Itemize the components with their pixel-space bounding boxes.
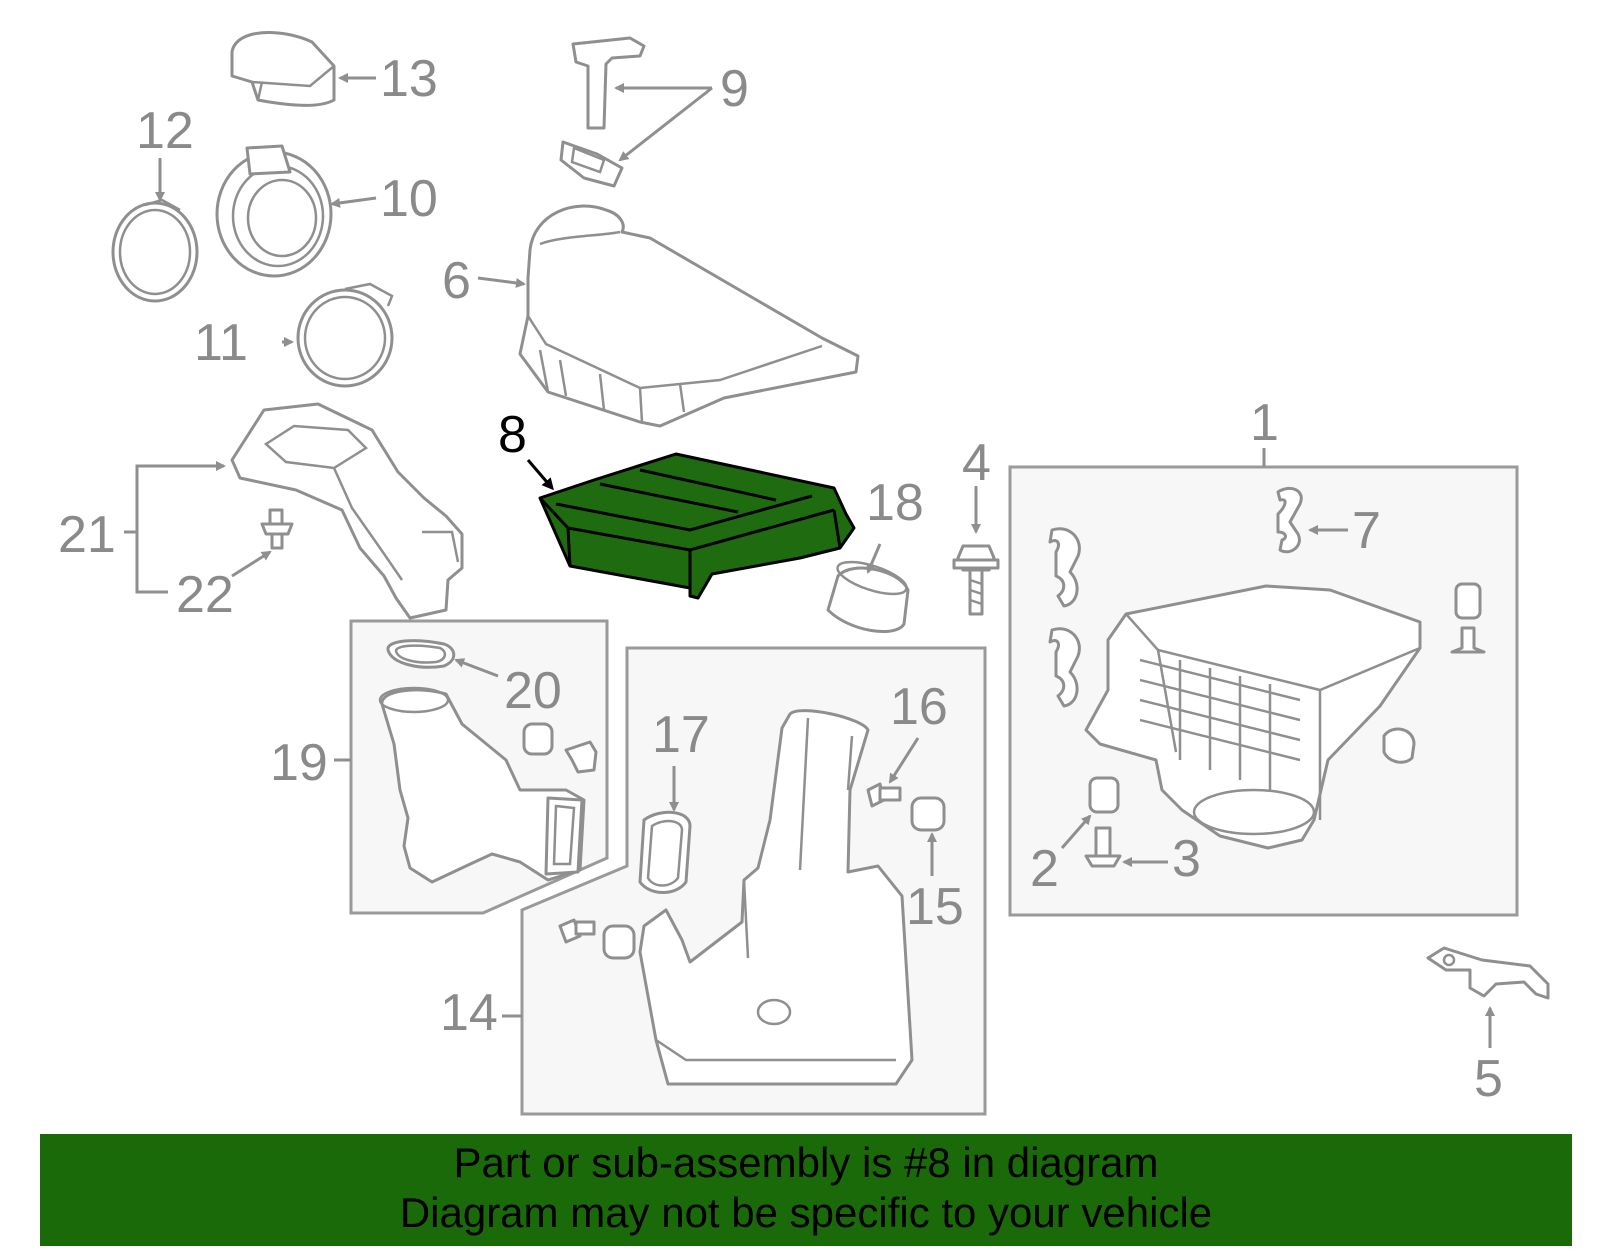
label-13: 13	[380, 50, 438, 108]
part-16-screw	[866, 782, 902, 808]
label-17: 17	[652, 706, 710, 764]
label-7: 7	[1352, 502, 1381, 560]
label-11: 11	[194, 314, 248, 372]
label-1: 1	[1250, 394, 1279, 452]
label-3: 3	[1172, 830, 1201, 888]
banner-line-1: Part or sub-assembly is #8 in diagram	[453, 1139, 1159, 1186]
label-2: 2	[1030, 840, 1059, 898]
part-13-resonator	[230, 31, 336, 107]
label-8: 8	[498, 406, 527, 464]
part-17-gasket	[638, 810, 692, 894]
part-1-clip-b	[1048, 627, 1081, 708]
label-12: 12	[136, 102, 194, 160]
part-15-grommet	[910, 796, 946, 832]
part-4-bolt	[952, 544, 1000, 616]
label-15: 15	[906, 878, 964, 936]
part-14-lower-housing	[558, 709, 914, 1086]
part-2-grommet	[1088, 776, 1120, 814]
label-14: 14	[440, 984, 498, 1042]
label-20: 20	[504, 662, 562, 720]
part-11-clamp	[296, 288, 394, 388]
part-19-grommet	[522, 722, 598, 774]
leader-lines	[124, 73, 1495, 1048]
label-22: 22	[176, 566, 234, 624]
part-5-bracket	[1426, 946, 1550, 1000]
part-19-duct	[378, 686, 586, 884]
part-22-clip	[260, 508, 294, 550]
part-21-intake-duct	[230, 402, 464, 620]
label-19: 19	[270, 734, 328, 792]
part-12-clamp	[111, 201, 199, 303]
label-16: 16	[890, 678, 948, 736]
part-9-sensor	[559, 36, 646, 188]
info-banner: Part or sub-assembly is #8 in diagram Di…	[40, 1134, 1572, 1246]
banner-line-2: Diagram may not be specific to your vehi…	[399, 1189, 1213, 1236]
part-7-clip	[1276, 487, 1303, 554]
label-9: 9	[720, 60, 749, 118]
part-6-cover	[518, 204, 860, 428]
part-1-housing	[1084, 584, 1422, 850]
part-3-screw	[1084, 826, 1122, 868]
label-5: 5	[1474, 1050, 1503, 1108]
part-10-airflow-tube	[215, 144, 333, 278]
part-1-grommet-a	[1450, 582, 1486, 654]
label-21: 21	[58, 506, 116, 564]
label-6: 6	[442, 252, 471, 310]
label-4: 4	[962, 434, 991, 492]
label-18: 18	[866, 474, 924, 532]
part-1-clip-a	[1048, 527, 1081, 608]
part-8-air-filter	[538, 452, 856, 600]
label-10: 10	[380, 170, 438, 228]
part-1-grommet-b	[1382, 727, 1416, 764]
